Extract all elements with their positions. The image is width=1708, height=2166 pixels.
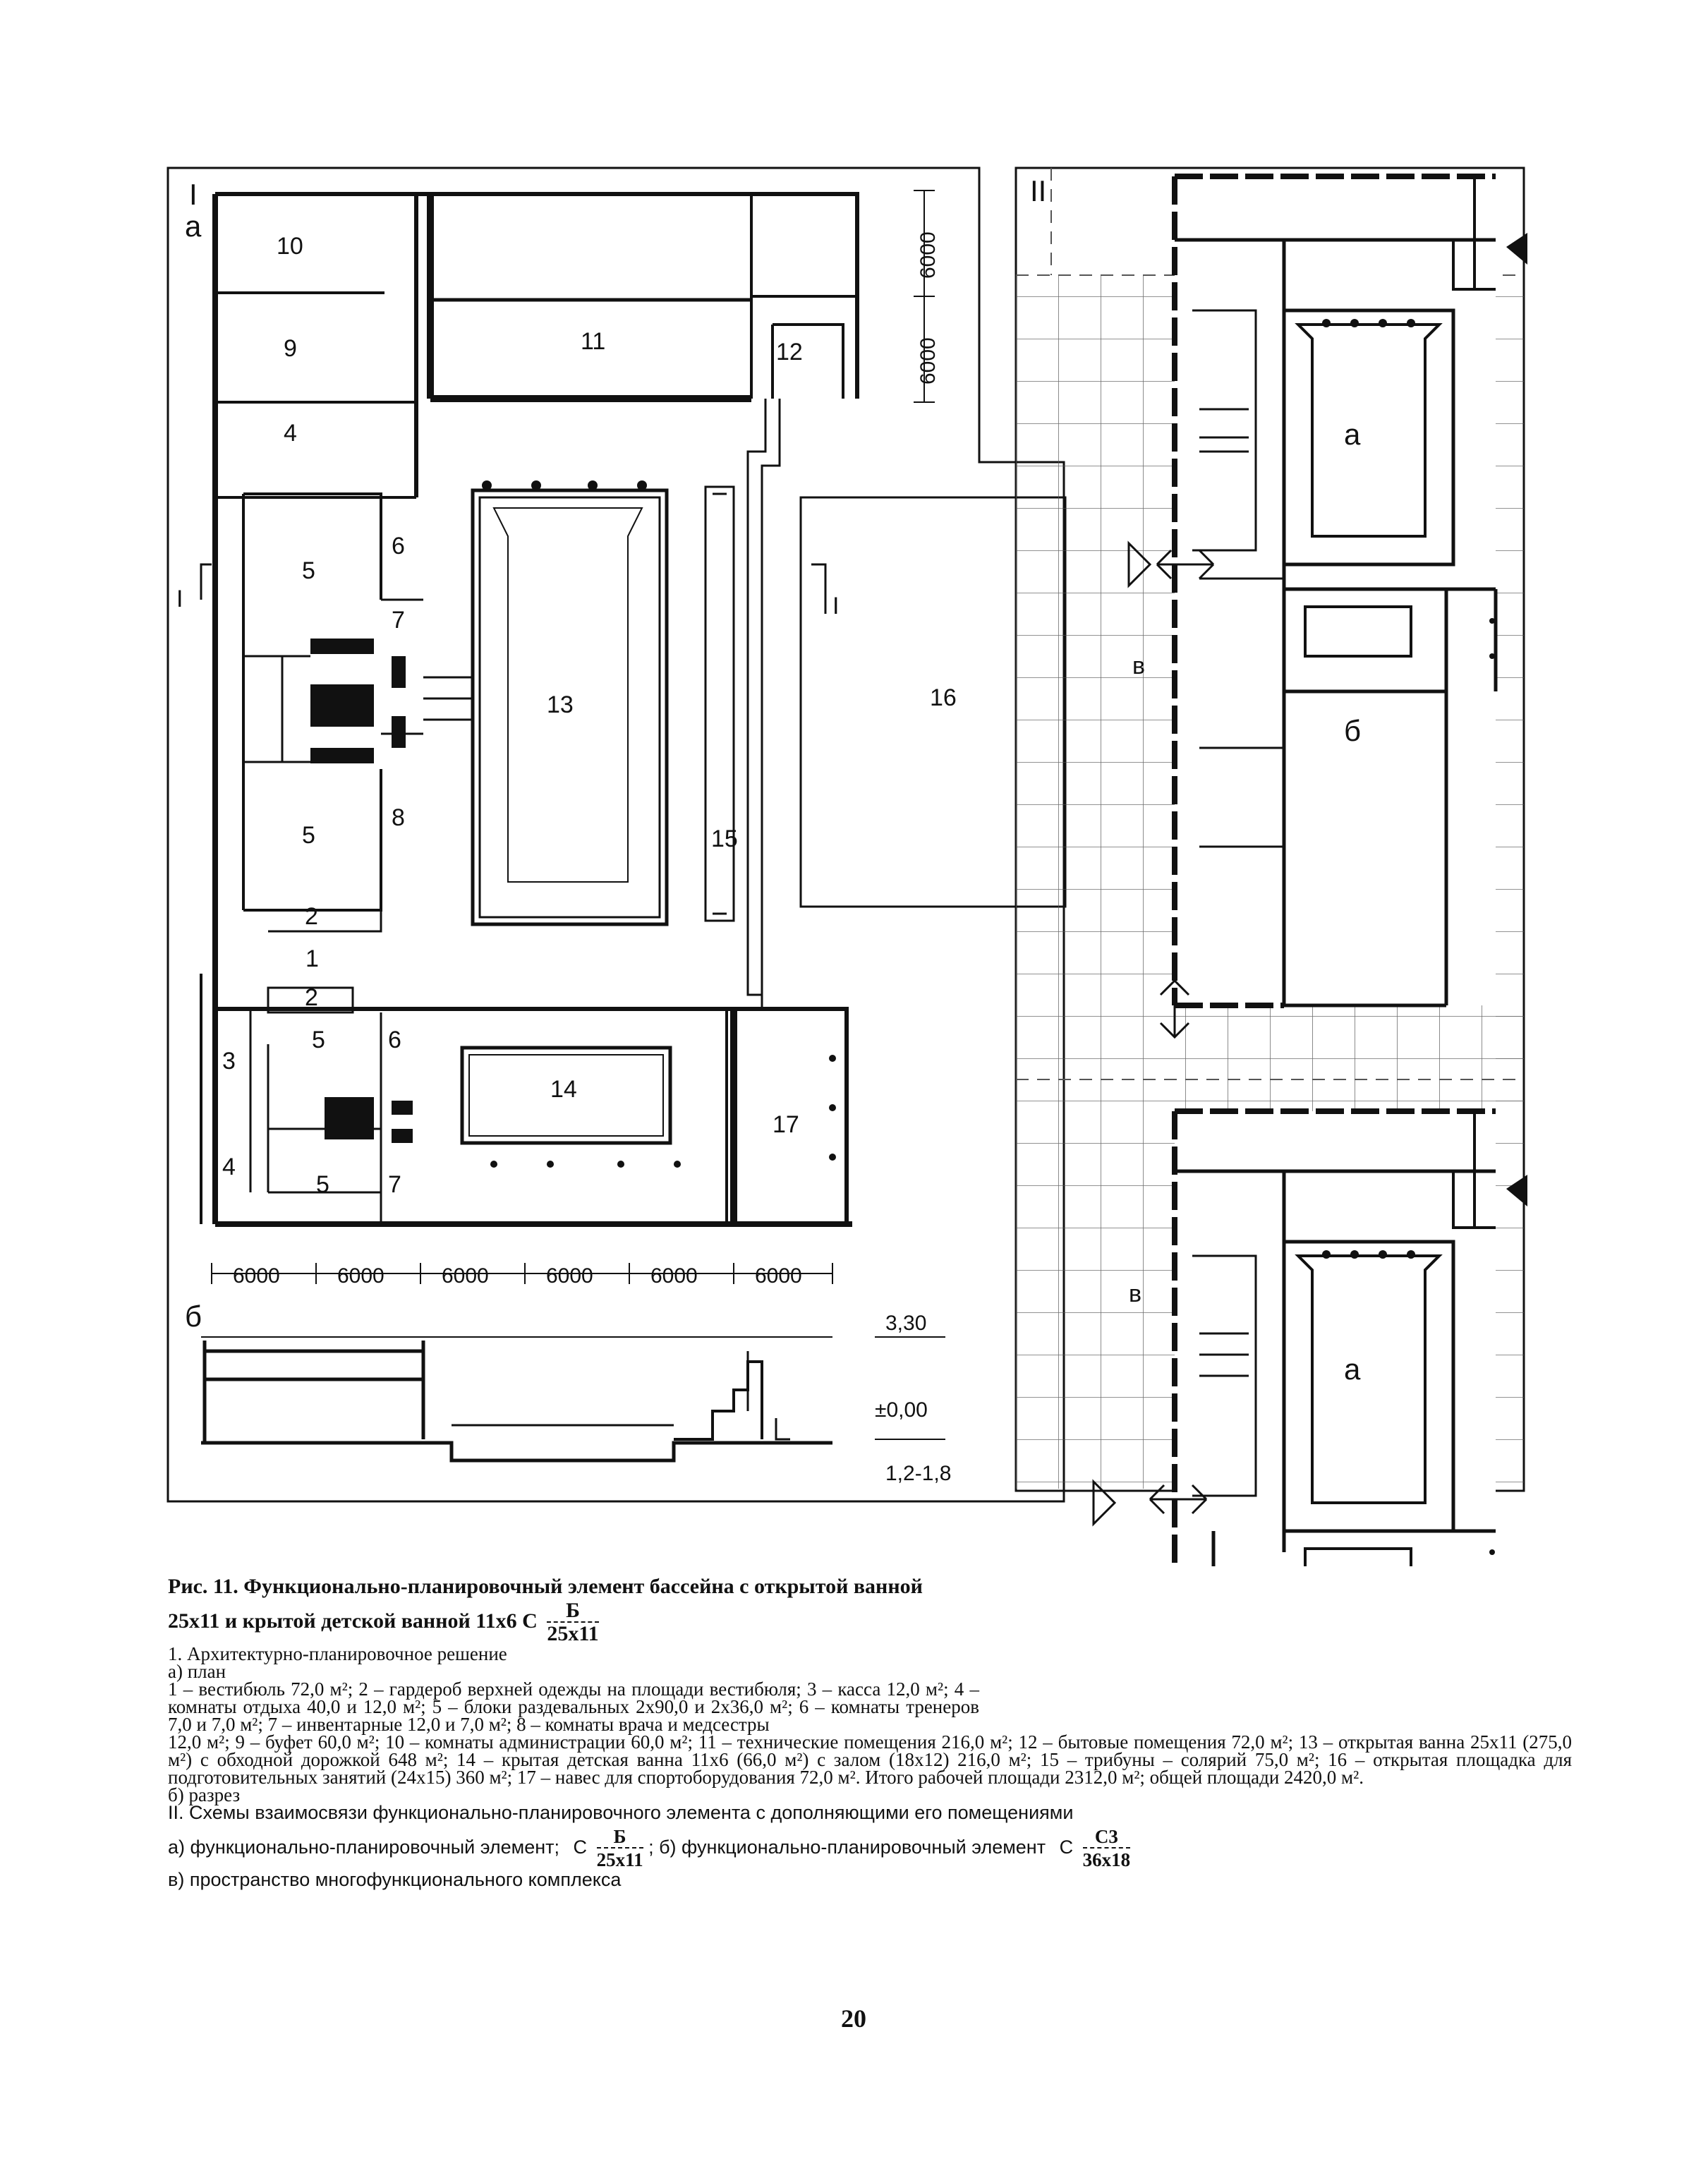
- caption-scheme-c: в) пространство многофункционального ком…: [168, 1869, 622, 1890]
- scheme-a-plan: [1172, 174, 1498, 1008]
- svg-text:3,30: 3,30: [885, 1312, 926, 1335]
- caption-line-II: II. Схемы взаимосвязи функционально-план…: [168, 1802, 1074, 1823]
- plan-details: [310, 480, 836, 1168]
- scheme-zone-b: б: [1344, 714, 1361, 747]
- section-drawing: [201, 1336, 832, 1463]
- svg-text:4: 4: [284, 420, 297, 447]
- panel-II-label: II: [1030, 174, 1046, 207]
- svg-text:6000: 6000: [233, 1264, 280, 1288]
- svg-text:5: 5: [316, 1171, 329, 1198]
- svg-text:3: 3: [222, 1048, 236, 1075]
- svg-text:13: 13: [547, 691, 574, 718]
- svg-text:±0,00: ±0,00: [875, 1398, 928, 1422]
- section-markers: I I: [176, 563, 839, 619]
- svg-text:7: 7: [392, 607, 405, 634]
- levels: 3,30 ±0,00 1,2-1,8: [875, 1312, 951, 1485]
- room-labels: 10 9 4 11 12 5 6 7 13 16 5 8 15 2 1 2 3 …: [222, 233, 957, 1198]
- scheme-b-details: [1092, 1175, 1527, 1555]
- dims-right: 6000 6000: [914, 190, 940, 403]
- svg-text:1: 1: [305, 945, 319, 972]
- page-number: 20: [841, 2004, 866, 2033]
- scheme-zone-a2: а: [1344, 1353, 1361, 1386]
- caption-title-fraction: Б 25х11: [547, 1599, 599, 1645]
- svg-text:17: 17: [773, 1111, 799, 1138]
- caption-title: Рис. 11. Функционально-планировочный эле…: [168, 1575, 923, 1645]
- svg-text:14: 14: [550, 1076, 577, 1103]
- svg-text:6000: 6000: [546, 1264, 593, 1288]
- svg-text:9: 9: [284, 335, 297, 362]
- svg-text:5: 5: [302, 822, 315, 849]
- scheme-a-details: [1127, 233, 1527, 1039]
- scheme-zone-v: в: [1132, 653, 1145, 679]
- svg-text:6000: 6000: [650, 1264, 698, 1288]
- caption-text-2: 12,0 м²; 9 – буфет 60,0 м²; 10 – комнаты…: [168, 1731, 1572, 1788]
- svg-text:5: 5: [312, 1027, 325, 1053]
- svg-text:4: 4: [222, 1154, 236, 1180]
- svg-text:7: 7: [388, 1171, 401, 1198]
- svg-text:I: I: [176, 586, 183, 612]
- figure-caption: Рис. 11. Функционально-планировочный эле…: [168, 1573, 1572, 1889]
- svg-text:5: 5: [302, 557, 315, 584]
- svg-text:6000: 6000: [442, 1264, 489, 1288]
- svg-text:11: 11: [581, 328, 605, 355]
- svg-text:2: 2: [305, 903, 318, 930]
- scheme-zone-a: а: [1344, 418, 1361, 451]
- panel-I-label: I: [189, 178, 198, 211]
- caption-line-a: а) план: [168, 1661, 226, 1682]
- svg-text:1,2-1,8: 1,2-1,8: [885, 1462, 951, 1485]
- svg-text:6: 6: [392, 533, 405, 559]
- scheme-b-plan: [1172, 1108, 1496, 1566]
- svg-text:6000: 6000: [916, 337, 940, 385]
- svg-text:10: 10: [277, 233, 303, 260]
- caption-scheme-row: а) функционально-планировочный элемент; …: [168, 1826, 1131, 1870]
- svg-text:6000: 6000: [916, 231, 940, 279]
- architectural-drawing: I а: [166, 167, 1527, 1566]
- svg-text:12: 12: [776, 339, 803, 365]
- floor-plan: [200, 192, 1067, 1227]
- dims-bottom: 6000 6000 6000 6000 6000 6000: [211, 1263, 833, 1288]
- svg-text:2: 2: [305, 984, 318, 1011]
- scheme-zone-v2: в: [1129, 1281, 1141, 1307]
- caption-line-b: б) разрез: [168, 1784, 241, 1805]
- caption-line-1: 1. Архитектурно-планировочное решение: [168, 1643, 507, 1664]
- section-b-label: б: [185, 1300, 202, 1333]
- svg-text:16: 16: [930, 684, 957, 711]
- svg-text:6: 6: [388, 1027, 401, 1053]
- svg-text:15: 15: [711, 825, 738, 852]
- svg-text:I: I: [832, 593, 839, 619]
- svg-text:6000: 6000: [755, 1264, 802, 1288]
- svg-text:6000: 6000: [337, 1264, 384, 1288]
- plan-a-label: а: [185, 210, 202, 243]
- svg-text:8: 8: [392, 804, 405, 831]
- caption-text-1: 1 – вестибюль 72,0 м²; 2 – гардероб верх…: [168, 1678, 979, 1735]
- scheme-a-fraction: Б 25х11: [596, 1826, 643, 1870]
- scheme-b-fraction: С3 36х18: [1082, 1826, 1131, 1870]
